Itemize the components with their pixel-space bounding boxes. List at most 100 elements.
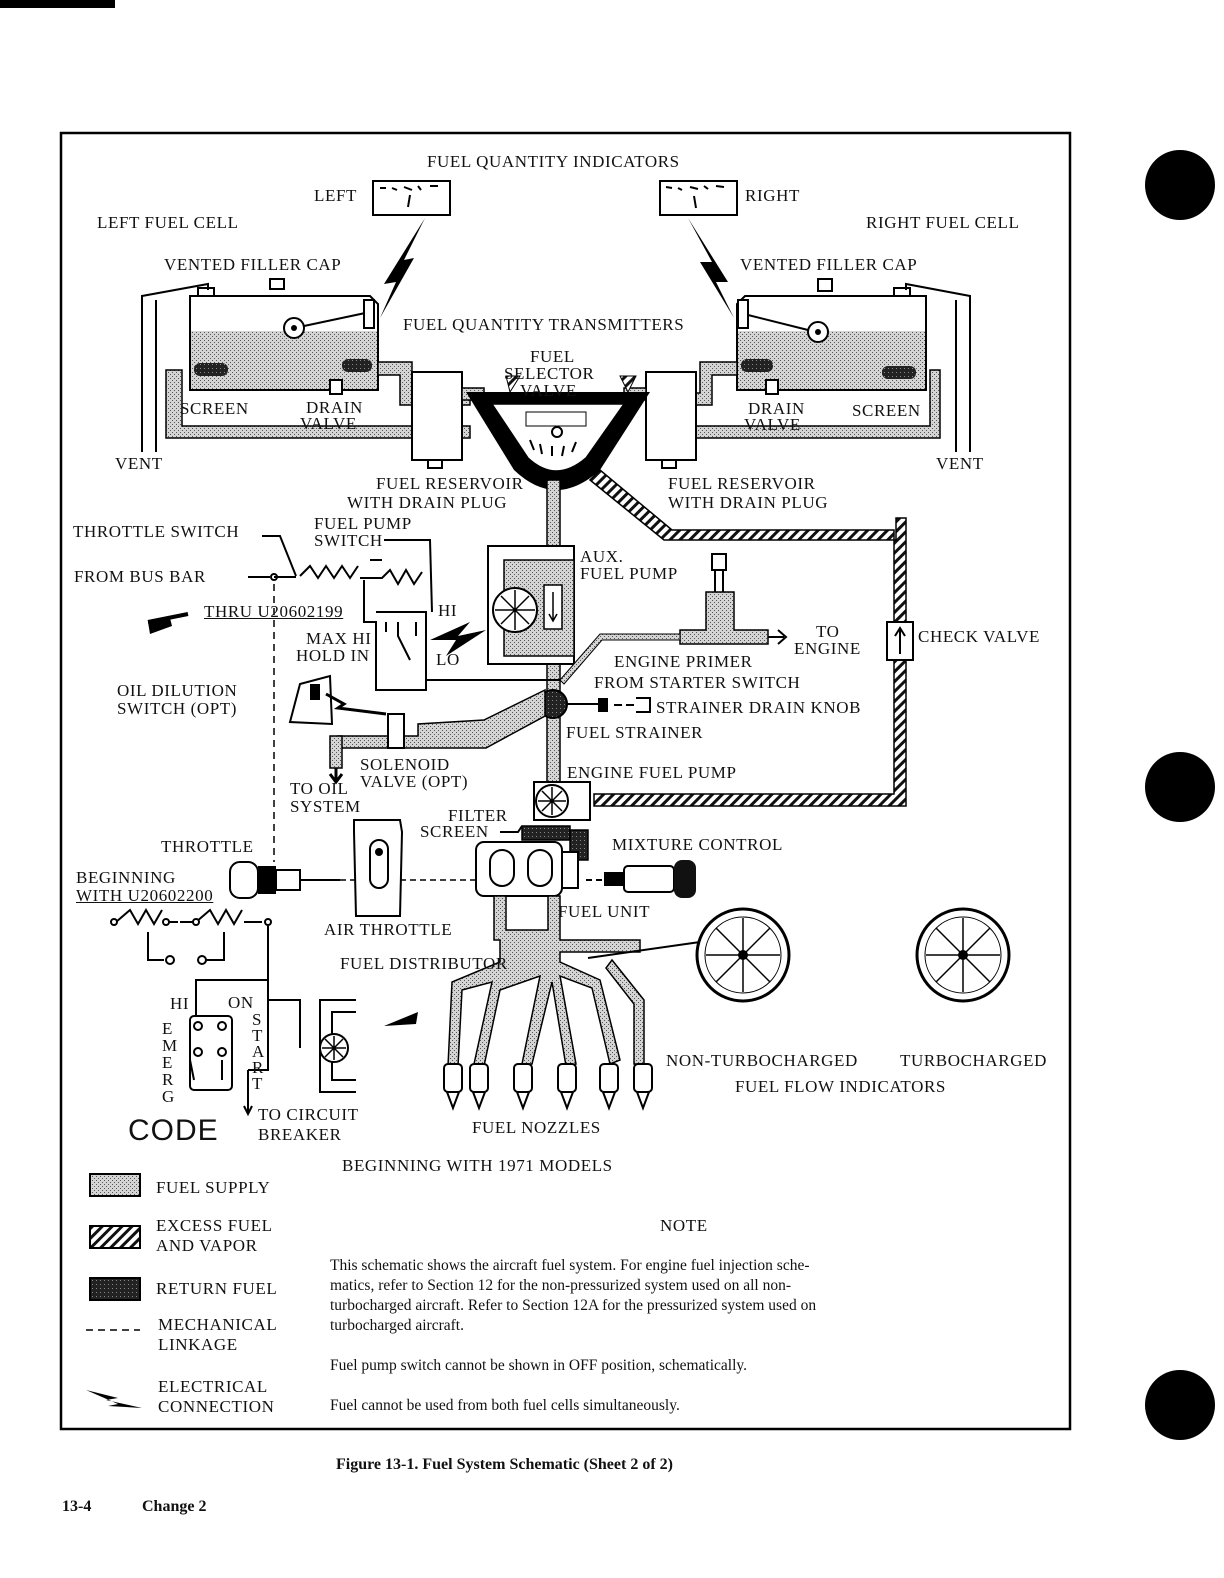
start-switch-circuit [110,907,301,1117]
legend-electrical-symbol [86,1390,142,1408]
right-fuel-cell [736,278,927,395]
note-line-1: This schematic shows the aircraft fuel s… [330,1257,810,1274]
turbo-flow-indicator [915,907,1011,1003]
to-oil-system-label-1: TO OIL [290,779,349,798]
left-vent-line [141,282,209,452]
right-gauge-label: RIGHT [745,186,800,205]
from-bus-bar-label: FROM BUS BAR [74,567,206,586]
on-switch-label: ON [228,993,254,1012]
beginning-1971-label: BEGINNING WITH 1971 MODELS [342,1156,613,1175]
strainer-drain-knob-label: STRAINER DRAIN KNOB [656,698,862,717]
aux-fuel-pump [487,545,575,665]
left-drain-label-1: DRAIN [306,398,363,417]
fuel-distributor-lines [447,895,641,1067]
left-screen-label: SCREEN [180,399,249,418]
left-fuel-reservoir [411,371,463,461]
fuel-selector-label-1: FUEL [530,347,575,366]
diagram-frame [59,131,1072,1431]
non-turbocharged-label: NON-TURBOCHARGED [666,1051,858,1070]
emerg-label: EMERG [162,1019,178,1106]
right-electrical-connection [688,218,734,318]
left-vent-label: VENT [115,454,163,473]
right-fuel-reservoir [645,371,697,461]
mixture-control-label: MIXTURE CONTROL [612,835,783,854]
legend-fuel-supply-label: FUEL SUPPLY [156,1178,271,1197]
aux-pump-label-1: AUX. [580,547,624,566]
max-hi-label-2: HOLD IN [296,646,370,665]
legend-fuel-supply-swatch [89,1173,141,1197]
filter-screen [521,825,571,841]
left-fuel-cell-label: LEFT FUEL CELL [97,213,239,232]
right-quantity-gauge [659,180,738,216]
fuel-distributor-label: FUEL DISTRIBUTOR [340,954,508,973]
fuel-strainer-label: FUEL STRAINER [566,723,704,742]
fuel-pump-switch-label-1: FUEL PUMP [314,514,412,533]
left-fuel-cell [189,278,379,395]
note-paragraph-2: Fuel pump switch cannot be shown in OFF … [330,1357,748,1374]
code-title: CODE [128,1114,219,1147]
left-quantity-gauge [372,180,451,216]
fuel-flow-indicators-label: FUEL FLOW INDICATORS [735,1077,946,1096]
from-starter-switch-label: FROM STARTER SWITCH [594,673,801,692]
legend-excess-label-2: AND VAPOR [156,1236,258,1255]
fuel-selector-valve [466,375,650,490]
legend-return-swatch [89,1277,141,1301]
right-drain-label-2: VALVE [744,415,801,434]
fuel-nozzles-label: FUEL NOZZLES [472,1118,601,1137]
page-top-rule [0,0,115,8]
start-switch-arrow [384,1012,418,1026]
beginning-with-label-2: WITH U20602200 [76,886,214,905]
change-number: Change 2 [142,1498,207,1515]
right-vent-label: VENT [936,454,984,473]
fuel-unit-label: FUEL UNIT [558,902,651,921]
throttle-switch-label: THROTTLE SWITCH [73,522,240,541]
right-drain-label-1: DRAIN [748,399,805,418]
solenoid-label-1: SOLENOID [360,755,450,774]
engine-fuel-pump [533,781,591,821]
fuel-quantity-transmitters-label: FUEL QUANTITY TRANSMITTERS [403,315,685,334]
check-valve-label: CHECK VALVE [918,627,1041,646]
legend-excess-swatch [89,1225,141,1249]
to-engine-label-1: TO [816,622,840,641]
lo-label: LO [436,650,460,669]
oil-dilution-line [337,688,546,749]
note-line-2: matics, refer to Section 12 for the non-… [330,1277,792,1294]
air-throttle-label: AIR THROTTLE [324,920,453,939]
page-number: 13-4 [62,1498,92,1515]
fuel-pump-switch-label-2: SWITCH [314,531,383,550]
mixture-control [586,860,696,898]
fuel-nozzles [443,1063,653,1111]
to-engine-label-2: ENGINE [794,639,861,658]
solenoid-valve [387,713,405,749]
start-label: START [252,1010,265,1093]
to-circuit-label-2: BREAKER [258,1125,342,1144]
oil-dilution-label-1: OIL DILUTION [117,681,238,700]
legend-electrical-label-1: ELECTRICAL [158,1377,268,1396]
solenoid-label-2: VALVE (OPT) [360,772,469,791]
fuel-selector-label-3: VALVE [520,381,577,400]
fuel-unit [475,841,579,897]
left-vented-filler-cap-label: VENTED FILLER CAP [164,255,342,274]
right-vent-line [905,282,971,452]
legend-mechanical-label-1: MECHANICAL [158,1315,278,1334]
starter-motor [319,999,356,1093]
max-hi-label-1: MAX HI [306,629,372,648]
throttle-label: THROTTLE [161,837,254,856]
left-reservoir-label-2: WITH DRAIN PLUG [347,493,508,512]
engine-primer-label: ENGINE PRIMER [614,652,753,671]
left-electrical-connection [380,218,425,318]
excess-fuel-line [588,468,907,807]
oil-dilution-label-2: SWITCH (OPT) [117,699,238,718]
engine-primer [559,553,788,685]
binder-hole-middle [1145,752,1215,822]
note-line-3: turbocharged aircraft. Refer to Section … [330,1297,817,1314]
right-reservoir-label-1: FUEL RESERVOIR [668,474,816,493]
fuel-quantity-indicators-label: FUEL QUANTITY INDICATORS [427,152,680,171]
figure-caption: Figure 13-1. Fuel System Schematic (Shee… [336,1456,673,1473]
legend-electrical-label-2: CONNECTION [158,1397,275,1416]
legend-excess-label-1: EXCESS FUEL [156,1216,273,1235]
turbocharged-label: TURBOCHARGED [900,1051,1047,1070]
legend-return-label: RETURN FUEL [156,1279,278,1298]
hi-label: HI [438,601,458,620]
